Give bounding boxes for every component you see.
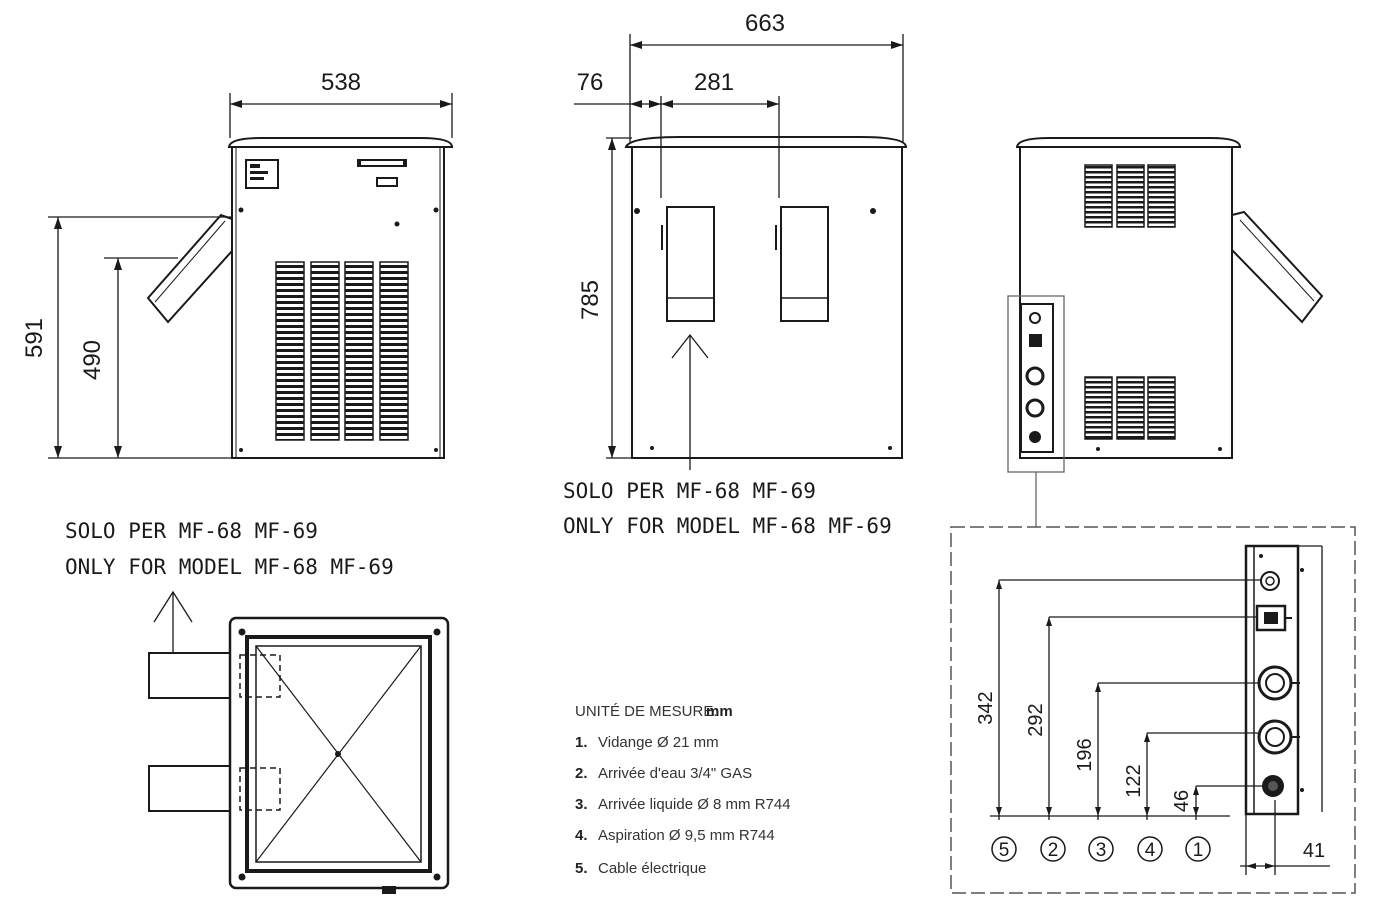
dim-281-label: 281 [694, 69, 734, 96]
marker-5: 5 [999, 840, 1010, 861]
legend-item-3-num: 3. [575, 796, 588, 813]
dim-538-label: 538 [321, 69, 361, 96]
dim-591-label: 591 [21, 318, 48, 358]
legend-title: UNITÉ DE MESURE: [575, 703, 718, 720]
marker-2: 2 [1048, 840, 1059, 861]
dim-76-label: 76 [577, 69, 604, 96]
legend-item-5-text: Cable électrique [598, 860, 706, 877]
dim-front-490: 490 [79, 257, 178, 458]
rear-view [1007, 137, 1324, 527]
dim-490-label: 490 [79, 340, 106, 380]
dim-196-label: 196 [1074, 738, 1096, 771]
marker-1: 1 [1193, 840, 1204, 861]
legend-item-1-text: Vidange Ø 21 mm [598, 734, 719, 751]
side-note-line2: ONLY FOR MODEL MF-68 MF-69 [563, 514, 892, 538]
legend-item-1-num: 1. [575, 734, 588, 751]
dim-side-width: 663 [629, 10, 904, 142]
dim-292-label: 292 [1025, 703, 1047, 736]
legend-item-2-text: Arrivée d'eau 3/4" GAS [598, 765, 752, 782]
legend: UNITÉ DE MESURE: mm 1. Vidange Ø 21 mm 2… [575, 703, 791, 877]
legend-item-2-num: 2. [575, 765, 588, 782]
front-view: 538 591 [21, 69, 454, 459]
legend-unit: mm [706, 703, 733, 720]
dim-front-591: 591 [21, 216, 232, 459]
dim-side-76-281: 76 281 [574, 69, 780, 198]
legend-item-3-text: Arrivée liquide Ø 8 mm R744 [598, 796, 791, 813]
dim-785-label: 785 [577, 280, 604, 320]
side-view: 663 76 281 785 [563, 10, 908, 538]
dim-46-label: 46 [1171, 790, 1193, 812]
top-note-line1: SOLO PER MF-68 MF-69 [65, 519, 318, 543]
legend-item-4-num: 4. [575, 827, 588, 844]
dim-342-label: 342 [975, 691, 997, 724]
legend-item-4-text: Aspiration Ø 9,5 mm R744 [598, 827, 775, 844]
top-view: SOLO PER MF-68 MF-69 ONLY FOR MODEL MF-6… [65, 519, 450, 894]
dim-side-785: 785 [577, 137, 632, 459]
dim-663-label: 663 [745, 10, 785, 37]
legend-item-5-num: 5. [575, 860, 588, 877]
connection-detail: 342 292 196 122 46 41 5 2 3 4 1 [950, 526, 1356, 894]
marker-3: 3 [1096, 840, 1107, 861]
side-note-line1: SOLO PER MF-68 MF-69 [563, 479, 816, 503]
dim-front-width: 538 [229, 69, 453, 138]
marker-4: 4 [1145, 840, 1156, 861]
dim-41-label: 41 [1303, 840, 1325, 862]
top-note-line2: ONLY FOR MODEL MF-68 MF-69 [65, 555, 394, 579]
dim-122-label: 122 [1123, 764, 1145, 797]
